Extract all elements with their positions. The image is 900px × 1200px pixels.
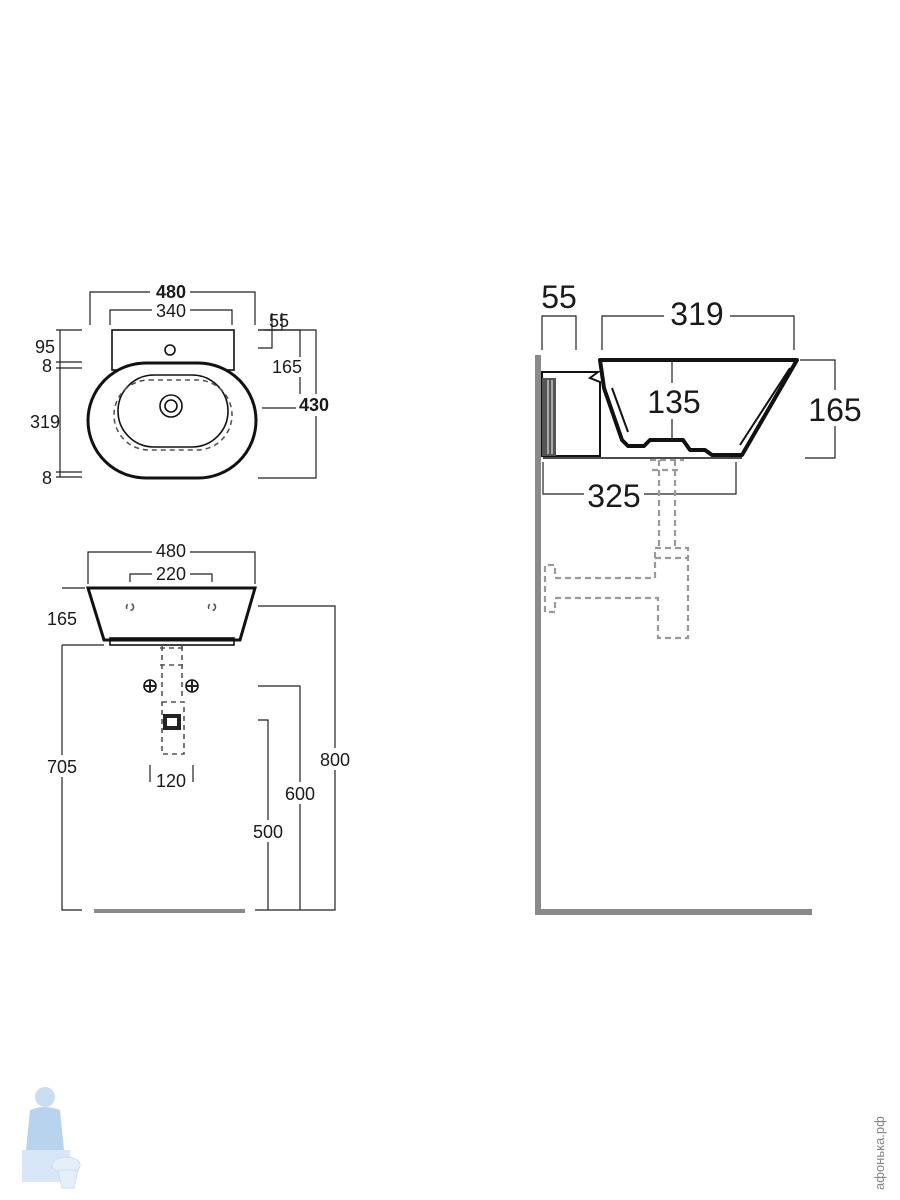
bowl-hidden-edge: [113, 379, 233, 451]
side-view: 55 319 135 165 325: [535, 279, 866, 915]
dim-rim-bottom: 8: [42, 468, 52, 488]
dim-label-bg: [282, 782, 318, 804]
dim-label-bg: [296, 394, 336, 416]
watermark: афонька.рф: [22, 1087, 887, 1190]
dim-inner-width: 340: [156, 301, 186, 321]
top-view: 480 340 95 8 319 8 55 165 430: [30, 282, 336, 488]
dim-side-base-width: 325: [587, 478, 640, 514]
dim-line-55-side: [541, 315, 577, 350]
waste-flange-side: [650, 458, 684, 472]
wall-and-floor: [535, 355, 812, 915]
dim-tap-offset: 165: [272, 357, 302, 377]
waste-pipe-front: [160, 646, 184, 700]
bracket-hatch: [542, 378, 556, 456]
dim-height-800: 800: [320, 750, 350, 770]
dim-label-bg: [812, 390, 866, 426]
bracket-hole-right: [207, 602, 217, 612]
dim-bowl-depth: 319: [30, 412, 60, 432]
dim-height-600: 600: [285, 784, 315, 804]
dim-side-bowl-depth: 135: [647, 384, 700, 420]
dim-side-bowl-width: 319: [670, 296, 723, 332]
dim-label-bg: [664, 294, 730, 330]
dim-label-bg: [584, 478, 644, 514]
dim-label-bg: [152, 565, 190, 583]
dim-label-bg: [152, 542, 190, 560]
dim-wall-gap-top: 55: [269, 311, 289, 331]
dim-label-bg: [40, 755, 84, 777]
dim-front-height: 165: [47, 609, 77, 629]
dim-bracket-spacing: 220: [156, 564, 186, 584]
bracket-hole-left: [125, 602, 135, 612]
trap-body-side: [543, 546, 690, 640]
trap-nut-center: [167, 718, 177, 726]
front-view: 480 220 120 165 705 500: [40, 541, 353, 913]
valve-left-cross: [144, 680, 156, 692]
drain-outer: [159, 394, 183, 418]
basin-foot-front: [109, 637, 235, 646]
dim-label-bg: [317, 748, 353, 770]
dim-overall-width: 480: [156, 282, 186, 302]
dim-rim-top: 8: [42, 356, 52, 376]
basin-wall-inner: [611, 367, 791, 446]
dim-line-120: [149, 765, 194, 782]
dim-label-bg: [152, 302, 190, 320]
dim-overall-depth: 430: [299, 395, 329, 415]
waste-tail-side: [657, 460, 677, 548]
dim-chain-ticks: [56, 329, 82, 478]
dim-line-165-front: [62, 587, 104, 646]
dim-line-705: [61, 645, 82, 911]
dim-waste-spacing: 120: [156, 771, 186, 791]
dim-height-500: 500: [253, 822, 283, 842]
valve-right-cross: [186, 680, 198, 692]
bracket-hatch-lines: [547, 380, 553, 454]
plumber-mascot-icon: [22, 1087, 81, 1189]
basin-outline-top: [86, 361, 258, 480]
trap-front: [161, 701, 185, 755]
dim-side-height: 165: [808, 392, 861, 428]
bowl-inner: [117, 374, 229, 448]
watermark-text: афонька.рф: [872, 1116, 887, 1190]
dim-side-wall-gap: 55: [541, 279, 577, 315]
dim-label-bg: [268, 357, 304, 377]
dim-line-55b: [258, 313, 273, 349]
dim-deck-depth: 95: [35, 337, 55, 357]
drain-inner: [164, 399, 178, 413]
basin-outline-front: [85, 586, 257, 642]
dim-label-bg: [645, 383, 703, 419]
dim-line-500: [255, 719, 269, 911]
dim-label-bg: [250, 820, 286, 842]
dim-front-width: 480: [156, 541, 186, 561]
dim-label-bg: [150, 282, 190, 302]
dim-floor-to-basin: 705: [47, 757, 77, 777]
tap-hole: [164, 344, 176, 356]
